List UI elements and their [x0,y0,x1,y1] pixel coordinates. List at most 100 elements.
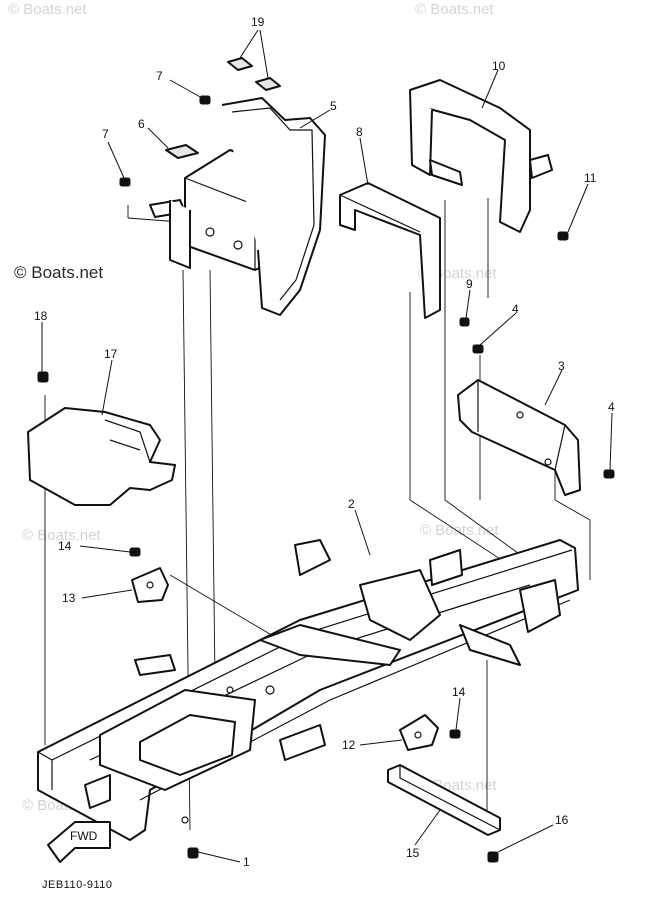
leader-6 [147,127,169,149]
bracket-hoop [221,97,326,316]
frame-tab [529,154,553,179]
cover-body [27,407,176,506]
leader-17 [101,359,113,416]
bolt-9 [459,317,470,327]
leader-9 [465,289,471,319]
callouts: 19 7 5 6 7 10 8 11 9 4 3 4 18 17 2 14 13… [34,15,615,869]
leader-10 [481,69,499,109]
leader-1 [197,851,241,863]
leader-8 [359,137,369,186]
chassis-bracket-center [429,549,463,586]
leader-19a [239,29,259,59]
callout-13: 13 [62,591,76,605]
leader-2 [354,509,371,556]
callout-8: 8 [356,125,363,139]
bolt-1 [187,847,199,859]
frame-leg [409,89,433,176]
callout-5: 5 [330,99,337,113]
callout-19: 19 [251,15,265,29]
rail-edge [399,765,501,831]
leader-13 [81,589,133,599]
bracket-3-edges [477,380,566,471]
watermark-top-left: © Boats.net [8,1,87,18]
bracket-hoop-inner [231,107,315,301]
watermark-main: © Boats.net [14,263,103,282]
callout-15: 15 [406,846,420,860]
part-19-grommets [227,57,281,91]
leader-7a [169,79,203,99]
plate-12-hole [414,731,422,739]
frame-foot [429,159,463,186]
drawing-code: JEB110-9110 [42,879,113,891]
bolt-4b [603,469,615,479]
callout-4b: 4 [608,400,615,414]
part-2-chassis [37,539,579,841]
chassis-outline [37,539,579,841]
leader-14a [79,545,131,553]
cover-contours [104,419,151,463]
fwd-arrow: FWD [47,821,111,863]
callout-16: 16 [555,813,569,827]
leader-16 [497,824,554,853]
leader-5 [299,109,331,129]
callout-9: 9 [466,277,473,291]
callout-17: 17 [104,347,118,361]
align-line [209,269,216,681]
chassis-bracket-right [519,579,561,633]
bracket-3-hole [516,411,524,419]
bolt-4a [472,344,484,354]
leader-19b [259,29,269,79]
bolt-14b [449,729,461,739]
leader-12 [359,739,403,746]
callout-11: 11 [584,171,597,185]
bolts [37,95,615,863]
part-15-rail [387,764,501,836]
part-8-bracket [339,182,441,319]
bolt-7b [119,177,131,187]
leader-15 [414,809,441,846]
watermark-mid-left: © Boats.net [22,527,101,544]
part-6-clip [165,144,199,159]
chassis-floor-cutout [139,714,236,776]
grommet-b [255,77,281,91]
bracket-8-body [339,182,441,319]
bolt-7a [199,95,211,105]
chassis-mount [359,569,441,641]
callout-12: 12 [342,738,356,752]
bolt-11 [557,231,569,241]
bracket-3-body [457,379,581,496]
callout-1: 1 [243,855,250,869]
leader-4a [479,312,517,346]
chassis-tab [279,724,326,761]
callout-7a: 7 [156,69,163,83]
part-10-frame [409,79,553,233]
part-5-bracket [149,97,326,316]
leader-lines [41,29,613,863]
callout-14b: 14 [452,685,466,699]
callout-4a: 4 [512,302,519,316]
leader-14b [455,697,461,731]
callout-10: 10 [492,59,506,73]
watermark-mid-right-lower: © Boats.net [420,522,499,539]
align-line [554,499,591,521]
chassis-hole [265,685,275,695]
part-17-cover [27,407,176,506]
chassis-bracket-left [294,539,331,576]
bracket-3-hole [544,458,552,466]
chassis-tab-front [134,654,176,676]
frame-body [409,79,531,233]
leader-7b [107,141,125,179]
chassis-hole [181,816,189,824]
align-line [169,574,281,641]
callout-3: 3 [558,359,565,373]
callout-18: 18 [34,309,48,323]
part-13-plate [131,567,169,603]
chassis-rear-beam [459,624,521,666]
chassis-leg [84,774,111,809]
callout-2: 2 [348,497,355,511]
bracket-leg [169,200,191,269]
watermark-top-right: © Boats.net [415,1,494,18]
bolt-16 [487,851,499,863]
bracket-hole [233,240,243,250]
